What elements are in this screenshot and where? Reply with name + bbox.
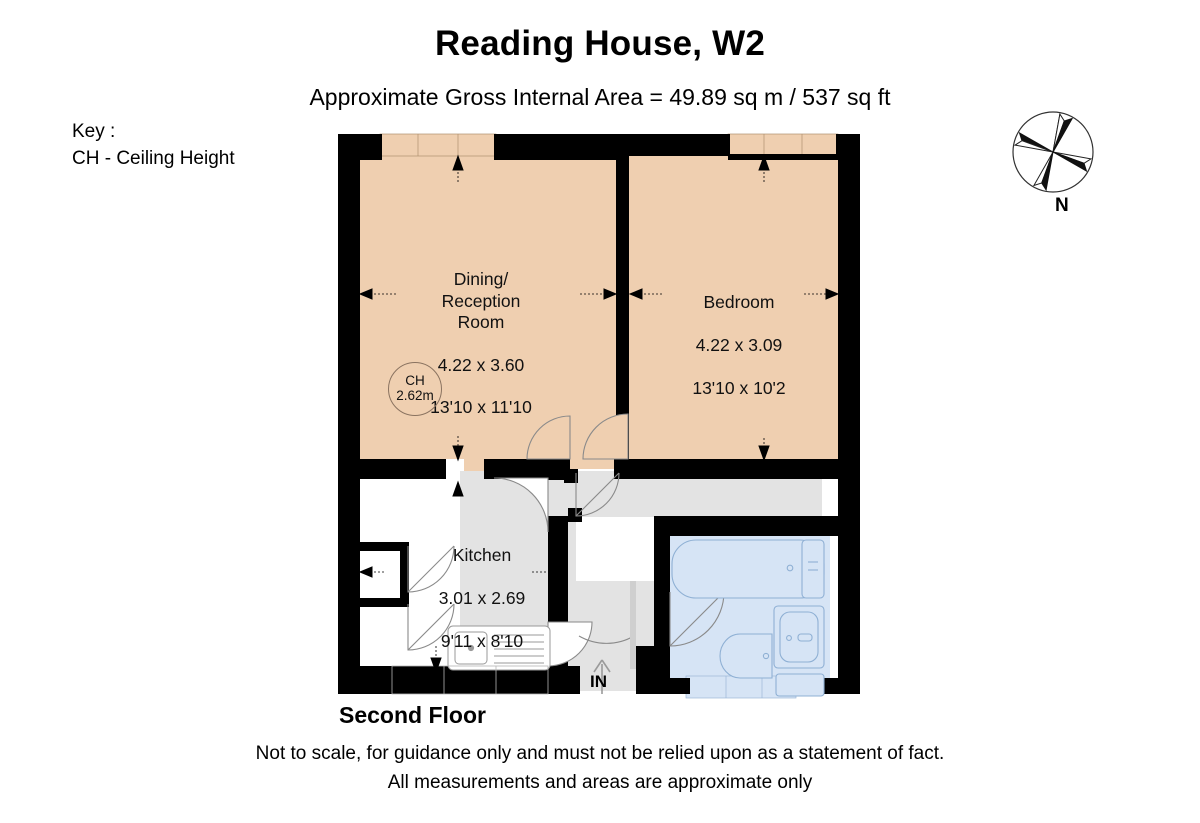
kitchen-floor-tiles [391,665,549,695]
room-name-kitchen: Kitchen [452,545,512,566]
bay-window-ledge-left [379,133,497,157]
room-fill-bedroom [628,156,838,459]
disclaimer-text: Not to scale, for guidance only and must… [0,740,1200,797]
wall-bathroom-bottom [666,678,690,694]
room-imperial-bedroom: 13'10 x 10'2 [692,377,786,398]
disclaimer-line-1: Not to scale, for guidance only and must… [255,743,945,764]
door-bedroom [582,413,629,460]
wall-top-left-pier [338,134,382,156]
bathtub-icon [671,539,825,599]
dim-bedroom-width [628,288,840,300]
wall-top-middle [494,134,730,156]
door-kitchen-rear [547,621,593,667]
compass-north-label: N [1055,195,1069,216]
wall-outer-right [838,134,860,694]
key-legend: Key : CH - Ceiling Height [72,119,332,173]
door-inner-hall [575,472,620,517]
room-metric-kitchen: 3.01 x 2.69 [438,588,526,609]
floor-plan-drawing: Dining/ Reception Room 4.22 x 3.60 13'10… [336,126,866,699]
wall-kitchen-cupboard-top [360,542,408,551]
door-bathroom [669,591,725,647]
room-label-kitchen: Kitchen 3.01 x 2.69 9'11 x 8'10 [412,524,552,673]
dimension-arrows [358,154,840,674]
room-imperial-dining-reception: 13'10 x 11'10 [430,397,532,418]
key-ceiling-height-line: CH - Ceiling Height [72,147,235,169]
wall-central-divider [616,134,629,474]
washbasin-icon [773,605,825,669]
ceiling-height-badge: CH 2.62m [388,362,442,416]
dim-kitchen-width [358,566,566,578]
door-swings [407,413,725,669]
bay-window-ledge-right [727,133,839,157]
room-label-dining-reception: Dining/ Reception Room 4.22 x 3.60 13'10… [421,248,541,440]
wall-bathroom-left [654,516,670,676]
wall-kitchen-cupboard-mid [360,598,408,607]
ceiling-height-value: 2.62m [396,388,434,403]
door-reception [526,415,571,460]
room-name-dining-reception: Dining/ Reception Room [441,269,521,333]
wall-reception-bottom-left [338,459,446,479]
door-cupboard-lower [407,603,455,651]
room-imperial-kitchen: 9'11 x 8'10 [440,630,524,651]
door-kitchen [493,477,549,533]
room-name-bedroom: Bedroom [703,292,775,313]
toilet-icon [719,633,825,697]
gross-internal-area-subtitle: Approximate Gross Internal Area = 49.89 … [309,84,891,110]
dim-bedroom-height [758,154,770,462]
page-title: Reading House, W2 [434,24,766,63]
dim-kitchen-height [430,646,442,674]
entrance-label: IN [590,672,607,691]
key-heading: Key : [72,121,116,142]
entrance-arrow-icon [593,659,611,694]
wall-top-right-pier [836,134,860,156]
dim-reception-width [358,288,618,300]
floor-level-label: Second Floor [339,702,486,728]
kitchen-sink-icon [447,625,551,671]
room-metric-bedroom: 4.22 x 3.09 [695,335,783,356]
room-metric-dining-reception: 4.22 x 3.60 [437,354,525,375]
wall-bathroom-top [666,516,842,536]
disclaimer-line-2: All measurements and areas are approxima… [387,771,813,793]
wall-bedroom-bottom [628,459,838,479]
wall-entry-left [568,666,580,694]
room-label-bedroom: Bedroom 4.22 x 3.09 13'10 x 10'2 [673,271,805,420]
dim-reception-height [452,154,464,498]
ceiling-height-abbrev: CH [405,373,425,389]
compass-rose-icon: N [1005,107,1105,222]
wall-outer-left [338,134,360,694]
door-cupboard-upper [407,545,455,593]
wall-hall-left-lower [338,666,570,694]
